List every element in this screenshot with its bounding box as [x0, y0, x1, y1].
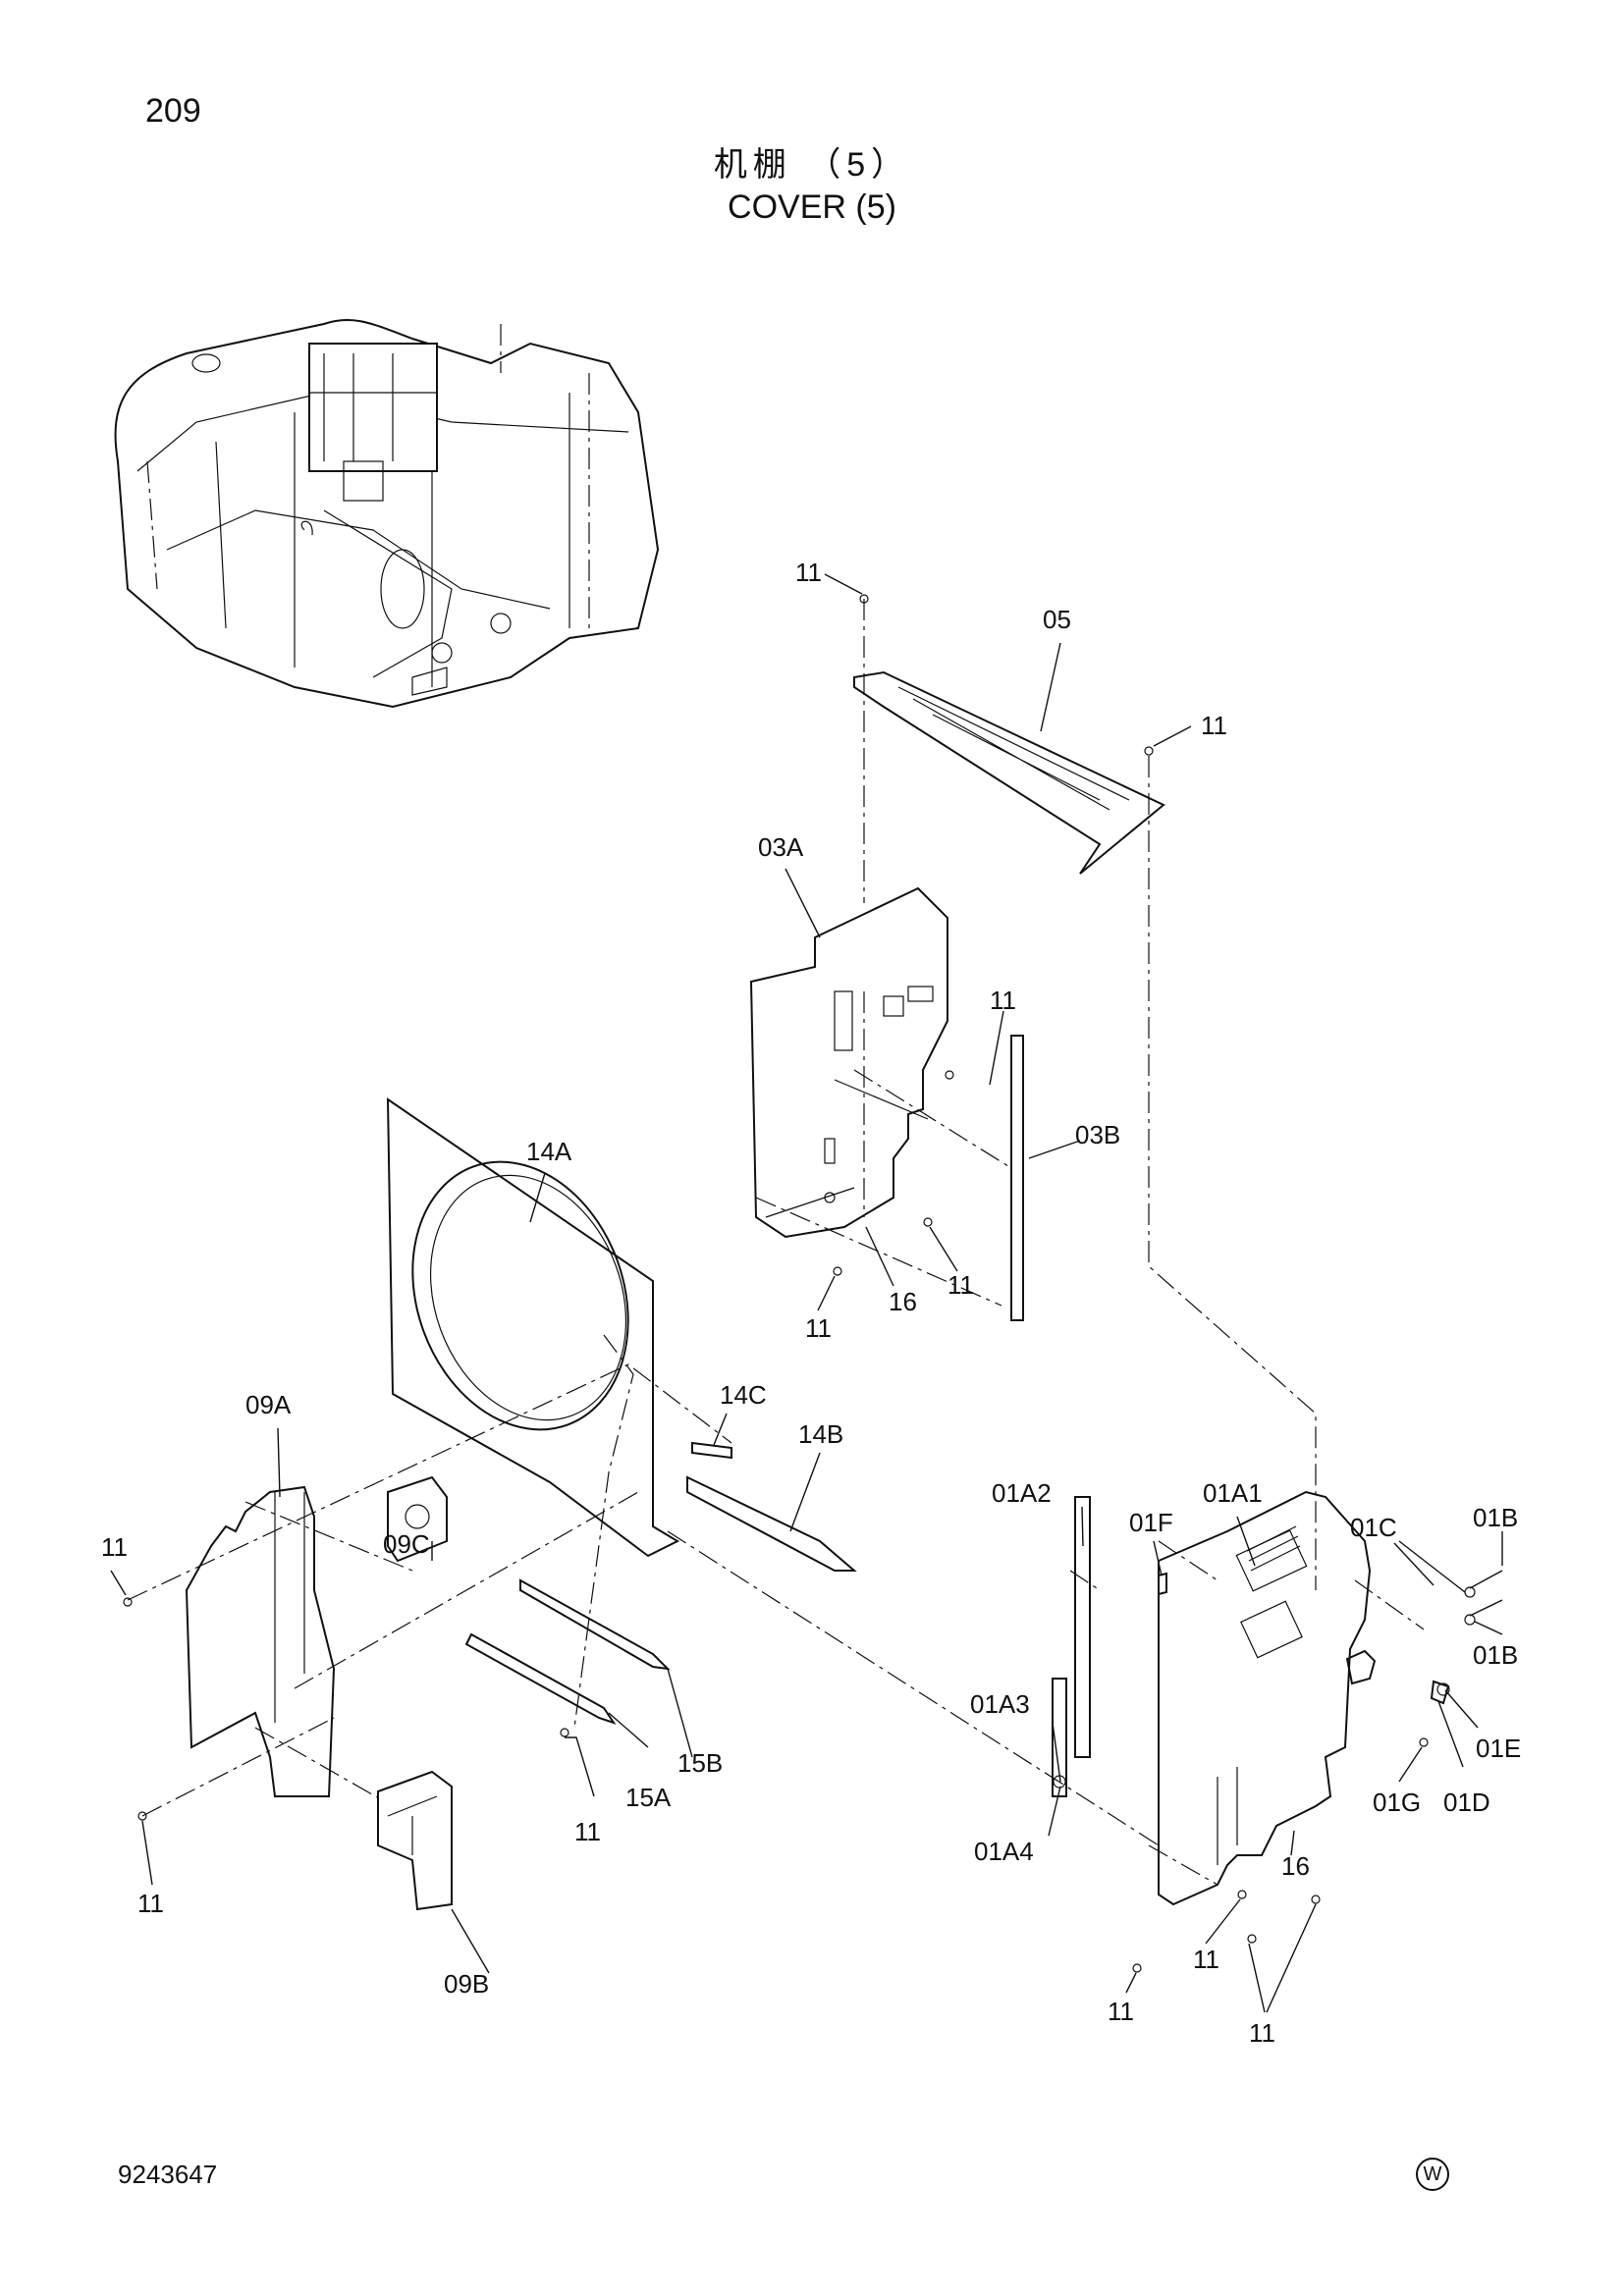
callout-01A4: 01A4 [974, 1837, 1034, 1866]
callout-15A: 15A [625, 1783, 672, 1812]
document-code: 9243647 [118, 2160, 218, 2189]
callout-11: 11 [805, 1313, 832, 1343]
page-number: 209 [145, 92, 201, 130]
callout-11: 11 [101, 1532, 128, 1562]
callout-01B: 01B [1473, 1503, 1518, 1532]
part-01A2-strip [1074, 1496, 1091, 1758]
callout-11: 11 [1201, 711, 1227, 740]
callout-01G: 01G [1373, 1788, 1421, 1817]
leader-lines [110, 573, 1503, 2013]
part-01E-washer [1436, 1682, 1450, 1696]
callout-11: 11 [1249, 2018, 1275, 2048]
part-01B-pins [1464, 1570, 1503, 1626]
part-15A-strip [464, 1632, 617, 1725]
machine-overview-illustration [114, 318, 660, 709]
callout-01A1: 01A1 [1203, 1478, 1263, 1508]
callout-16: 16 [889, 1287, 917, 1316]
callout-16: 16 [1281, 1851, 1310, 1881]
part-14B-strip [686, 1475, 857, 1572]
callout-01A2: 01A2 [992, 1478, 1052, 1508]
callout-09C: 09C [383, 1529, 430, 1559]
bolt-marks [123, 594, 1429, 1973]
callout-01F: 01F [1129, 1508, 1173, 1537]
callout-09A: 09A [245, 1390, 292, 1419]
callout-14B: 14B [798, 1419, 843, 1449]
part-14A-shroud [386, 1097, 680, 1558]
title-chinese: 机棚 （5） [713, 146, 911, 184]
callout-labels: 11 05 11 03A 11 03B 14A 16 11 11 14C 14B… [101, 558, 1521, 2048]
callout-11: 11 [574, 1817, 601, 1846]
callout-14A: 14A [526, 1137, 572, 1166]
corner-mark: W [1416, 2158, 1449, 2191]
part-15B-strip [519, 1578, 671, 1671]
callout-05: 05 [1043, 605, 1071, 634]
part-01A1-panel [1158, 1490, 1372, 1906]
callout-11: 11 [1108, 1997, 1134, 2026]
part-09B-block [377, 1770, 453, 1911]
callout-03B: 03B [1075, 1120, 1120, 1149]
part-09C-block [387, 1475, 448, 1563]
callout-11: 11 [1193, 1945, 1219, 1974]
part-01F-clip [1158, 1572, 1167, 1596]
callout-15B: 15B [677, 1748, 723, 1778]
part-01A3-strip [1052, 1678, 1067, 1797]
part-09A-panel [185, 1485, 336, 1797]
part-01C-bracket [1345, 1649, 1377, 1685]
callout-03A: 03A [758, 832, 804, 862]
title-english: COVER (5) [728, 188, 896, 226]
alignment-lines [127, 599, 1425, 1886]
callout-01C: 01C [1350, 1513, 1397, 1542]
part-03A-panel [749, 886, 948, 1239]
part-14C-clip [691, 1441, 732, 1460]
callout-14C: 14C [720, 1380, 767, 1410]
part-03B-strip [1010, 1035, 1024, 1321]
callout-11: 11 [990, 986, 1016, 1015]
callout-11: 11 [947, 1270, 974, 1300]
callout-01E: 01E [1476, 1734, 1521, 1763]
callout-11: 11 [795, 558, 822, 587]
part-01D-bracket [1430, 1680, 1450, 1705]
callout-01A3: 01A3 [970, 1689, 1030, 1719]
callout-01B: 01B [1473, 1640, 1518, 1670]
callout-11: 11 [137, 1889, 164, 1918]
part-05-top-plate [853, 670, 1165, 875]
callout-01D: 01D [1443, 1788, 1490, 1817]
callout-09B: 09B [444, 1969, 489, 1999]
